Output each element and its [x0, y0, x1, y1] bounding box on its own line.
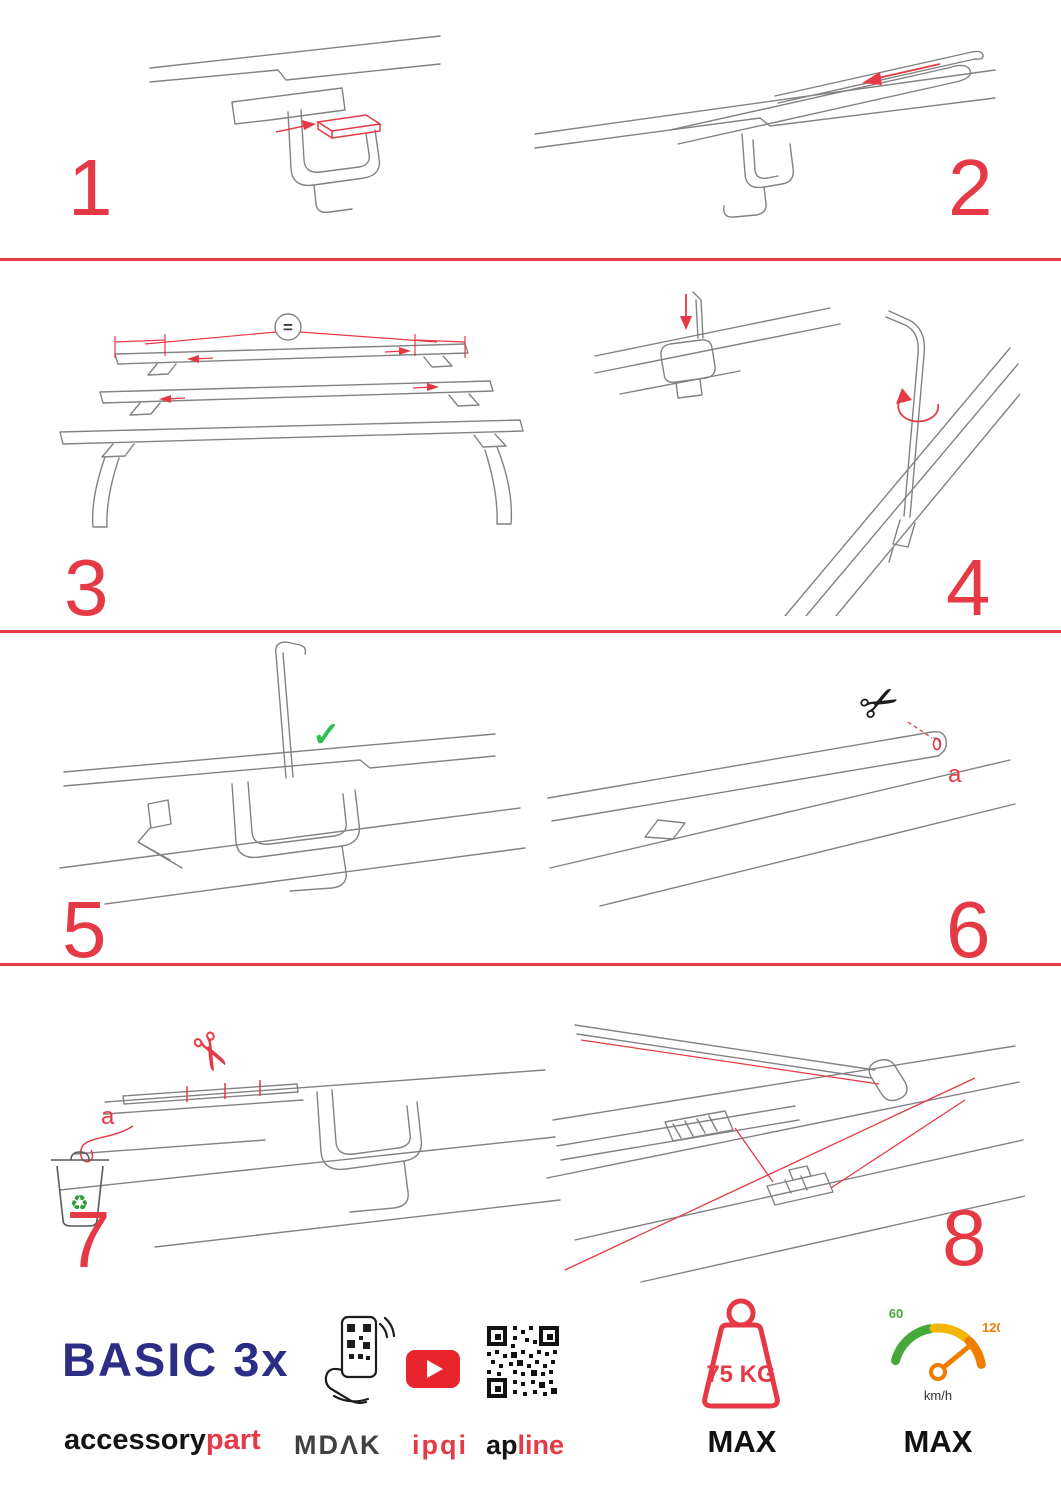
rubber-pad-highlight: [275, 114, 383, 140]
trash-can-icon: [51, 1151, 109, 1227]
phone-scan-icon: [324, 1315, 396, 1405]
step-6-number: 6: [946, 885, 991, 974]
brand-wordmark: accessorypart: [64, 1424, 261, 1457]
adjust-arrows: [159, 347, 439, 403]
step-5-illustration: ✓: [59, 641, 526, 905]
step-1-number: 1: [68, 143, 113, 232]
recycle-icon: ♻: [70, 1192, 89, 1215]
equal-spacing-guides: [114, 331, 466, 400]
gauge-low-tick: 60: [889, 1306, 903, 1321]
step-8-illustration: [546, 1024, 1025, 1283]
equal-spacing-symbol: =: [283, 318, 293, 337]
cut-label-a: a: [948, 761, 962, 788]
slide-arrow-line: [877, 63, 941, 79]
product-name: BASIC 3x: [62, 1333, 290, 1386]
youtube-icon: [406, 1350, 460, 1388]
step-3-illustration: =: [59, 313, 524, 528]
section-divider-2: [0, 630, 1061, 633]
max-load-value: 75 KG: [706, 1361, 775, 1388]
max-speed-icon: 60 120 km/h: [889, 1306, 1000, 1403]
logo-ipqi: ipqi: [412, 1430, 468, 1460]
step-8-number: 8: [942, 1193, 987, 1282]
qr-code: [487, 1326, 559, 1398]
brand-prefix: accessory: [64, 1424, 206, 1456]
gauge-unit: km/h: [924, 1388, 952, 1403]
max-load-label: MAX: [707, 1424, 777, 1459]
step-4-illustration: [594, 291, 1020, 616]
gauge-high-tick: 120: [982, 1320, 1000, 1335]
alignment-guides: [564, 1039, 976, 1271]
insert-arrow: [302, 120, 316, 130]
max-load-icon: 75 KG: [702, 1298, 780, 1409]
cut-ticks-and-discard-line: [80, 1080, 261, 1163]
slide-arrow-head: [862, 72, 882, 85]
scissors-icon: ✂: [175, 1021, 244, 1084]
step-7-illustration: ✂ a ♻: [51, 1021, 561, 1248]
logo-apline-suffix: line: [517, 1430, 565, 1460]
step-4-number: 4: [946, 543, 991, 632]
section-divider-3: [0, 963, 1061, 966]
step-3-number: 3: [64, 543, 109, 632]
section-divider-1: [0, 258, 1061, 261]
logo-apline: apline: [486, 1430, 564, 1461]
step-2-number: 2: [948, 143, 993, 232]
cut-mark-strip: [907, 721, 942, 751]
logo-apline-prefix: ap: [486, 1430, 518, 1460]
step-2-illustration: [534, 50, 996, 218]
ok-check: ✓: [312, 716, 341, 754]
step-1-illustration: [149, 35, 441, 214]
step-5-number: 5: [62, 885, 107, 974]
brand-suffix: part: [205, 1424, 261, 1456]
logo-mdak: MDΛK: [294, 1430, 382, 1460]
cut-label-a: a: [101, 1103, 115, 1130]
max-speed-label: MAX: [903, 1424, 973, 1459]
step-7-number: 7: [66, 1195, 111, 1284]
push-down-arrow: [680, 316, 692, 330]
scissors-icon: ✂: [850, 671, 908, 735]
rotate-arrow: [896, 388, 912, 404]
step-6-illustration: ✂ a: [547, 671, 1016, 907]
